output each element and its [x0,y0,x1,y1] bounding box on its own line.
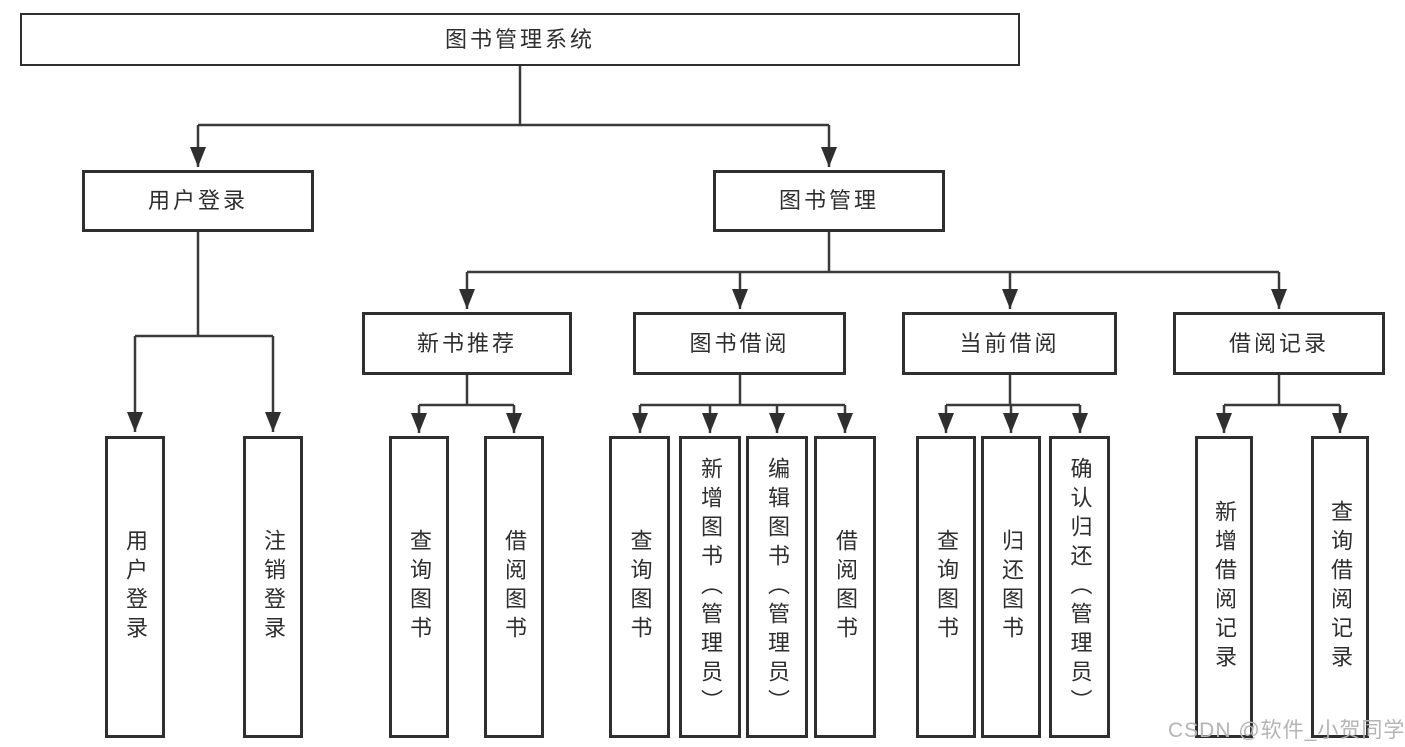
leaf-label: 查询借阅记录 [1328,500,1353,674]
leaf-bb-borrow-books: 借阅图书 [814,436,876,738]
node-label: 用户登录 [147,188,248,213]
leaf-br-add-record: 新增借阅记录 [1195,436,1253,738]
leaf-nbr-borrow-books: 借阅图书 [484,436,544,738]
leaf-cb-query-books: 查询图书 [916,436,976,738]
leaf-label: 归还图书 [999,529,1024,645]
leaf-logout: 注销登录 [243,436,303,738]
node-label: 当前借阅 [959,330,1060,356]
leaf-bb-edit-books-admin: 编辑图书（管理员） [746,436,808,738]
leaf-label: 注销登录 [261,529,286,645]
node-label: 借阅记录 [1228,330,1329,356]
leaf-label: 新增图书（管理员） [698,456,723,718]
leaf-label: 新增借阅记录 [1212,500,1237,674]
leaf-label: 确认归还（管理员） [1067,456,1093,718]
node-borrowing-records: 借阅记录 [1173,312,1385,375]
leaf-label: 借阅图书 [833,529,858,645]
node-label: 图书管理系统 [444,26,595,52]
leaf-label: 编辑图书（管理员） [765,456,790,718]
node-library-management-system: 图书管理系统 [20,13,1020,66]
leaf-cb-confirm-return-admin: 确认归还（管理员） [1049,436,1110,738]
leaf-cb-return-books: 归还图书 [981,436,1041,738]
leaf-bb-query-books: 查询图书 [609,436,670,738]
node-label: 图书管理 [778,188,879,213]
leaf-label: 查询图书 [627,529,653,645]
leaf-br-query-record: 查询借阅记录 [1311,436,1369,738]
leaf-label: 查询图书 [407,529,432,645]
leaf-label: 查询图书 [934,529,959,645]
node-label: 新书推荐 [416,330,517,356]
node-user-login-branch: 用户登录 [82,170,314,232]
leaf-user-login: 用户登录 [105,436,165,738]
leaf-nbr-query-books: 查询图书 [389,436,449,738]
leaf-label: 借阅图书 [502,529,527,645]
leaf-bb-add-books-admin: 新增图书（管理员） [679,436,741,738]
csdn-watermark: CSDN @软件_小贺同学 [1168,719,1405,742]
node-new-book-recommendation: 新书推荐 [362,312,572,375]
node-book-borrowing: 图书借阅 [633,312,846,375]
leaf-label: 用户登录 [123,529,148,645]
node-label: 图书借阅 [689,330,790,356]
node-current-borrowing: 当前借阅 [902,312,1117,375]
node-book-management-branch: 图书管理 [713,170,945,232]
